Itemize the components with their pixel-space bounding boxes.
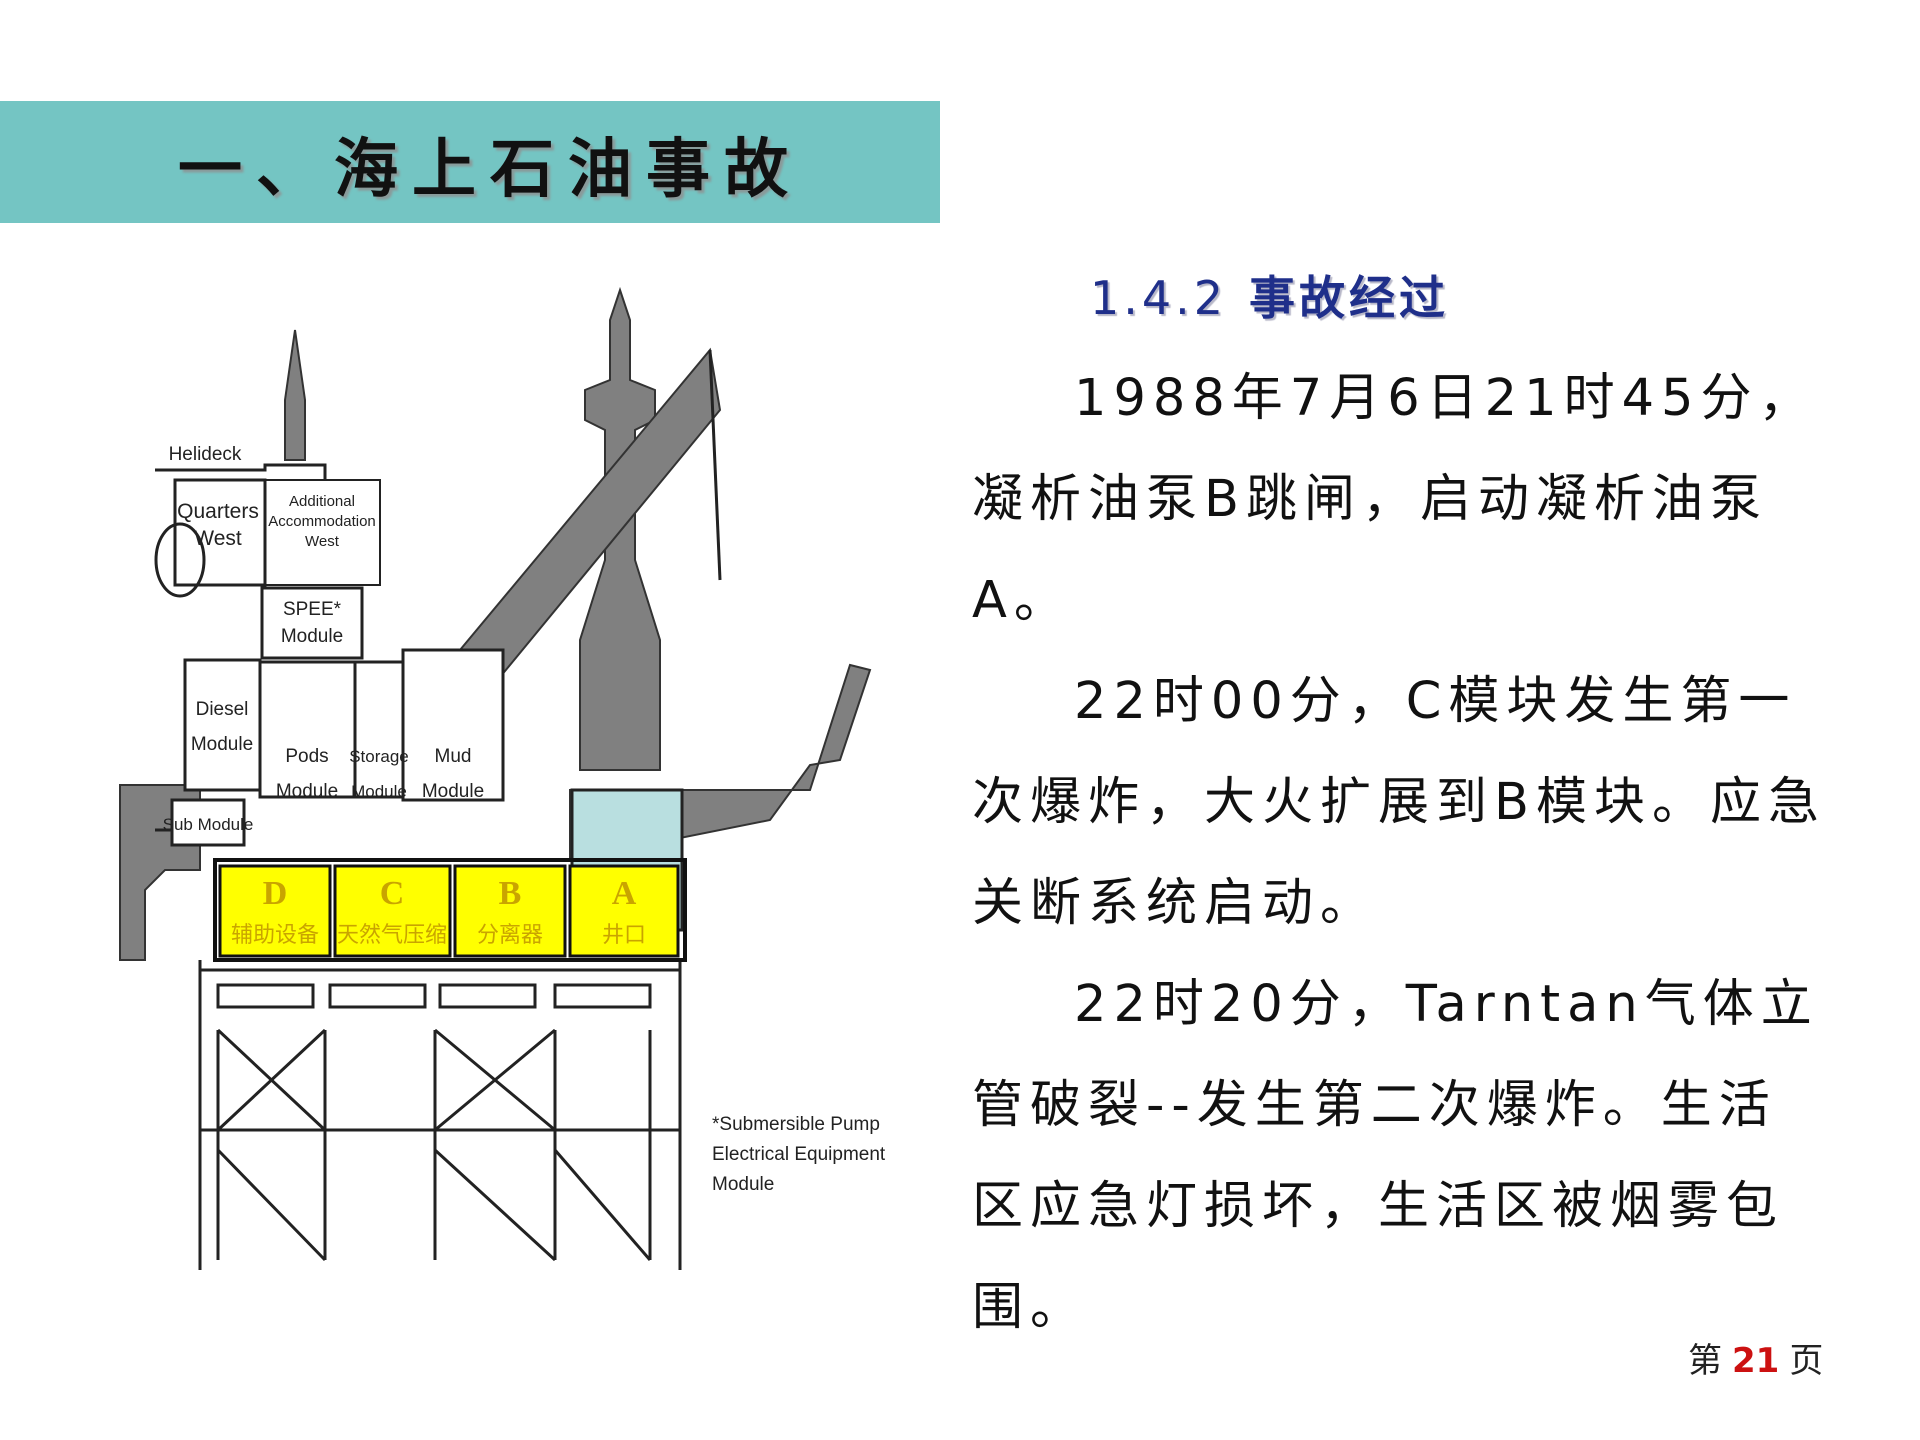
- page-title: 一、海上石油事故: [178, 132, 802, 207]
- module-name-A: 井口: [602, 922, 646, 947]
- module-letter-A: A: [612, 875, 637, 912]
- quarters-label-1: Quarters: [177, 500, 259, 523]
- spee-label-1: SPEE*: [283, 599, 342, 620]
- additional-label-3: West: [305, 533, 340, 550]
- section-title: 事故经过: [1249, 271, 1450, 325]
- spee-label-2: Module: [281, 626, 343, 647]
- section-number: 1.4.2: [1090, 271, 1228, 325]
- section-heading: 1.4.2 事故经过: [1090, 262, 1449, 328]
- quarters-label-2: West: [194, 527, 242, 550]
- pods-label-1: Pods: [285, 746, 328, 767]
- event-description: 1988年7月6日21时45分，凝析油泵B跳闸，启动凝析油泵A。 22时00分，…: [972, 348, 1832, 1358]
- helideck-label: Helideck: [169, 444, 242, 465]
- footnote-line-2: Electrical Equipment: [712, 1144, 886, 1165]
- paragraph-2145: 1988年7月6日21时45分，凝析油泵B跳闸，启动凝析油泵A。: [972, 369, 1817, 630]
- pods-label-2: Module: [276, 781, 338, 802]
- module-letter-B: B: [499, 875, 522, 912]
- diesel-label-2: Module: [191, 734, 253, 755]
- module-name-B: 分离器: [477, 922, 543, 947]
- platform-diagram: Helideck Quarters West Additional Accomm…: [110, 270, 950, 1290]
- additional-label-2: Accommodation: [268, 513, 376, 530]
- page-number-value: 21: [1732, 1341, 1780, 1381]
- footnote-line-3: Module: [712, 1174, 774, 1195]
- paragraph-2220: 22时20分，Tarntan气体立管破裂--发生第二次爆炸。生活区应急灯损坏，生…: [972, 975, 1819, 1337]
- jacket-structure: [198, 960, 682, 1270]
- page-suffix: 页: [1789, 1341, 1824, 1381]
- module-letter-C: C: [380, 875, 405, 912]
- storage-label-2: Module: [351, 782, 407, 801]
- upper-modules: [154, 463, 505, 847]
- module-A: A 井口: [568, 864, 680, 958]
- module-letter-D: D: [263, 875, 288, 912]
- footnote-line-1: *Submersible Pump: [712, 1114, 880, 1135]
- module-row-frame: [213, 858, 687, 962]
- page-prefix: 第: [1688, 1341, 1722, 1381]
- sub-module-label: Sub Module: [163, 815, 254, 834]
- additional-label-1: Additional: [289, 493, 355, 510]
- mud-label-1: Mud: [435, 746, 472, 767]
- module-name-C: 天然气压缩: [337, 922, 447, 947]
- paragraph-2200: 22时00分，C模块发生第一次爆炸，大火扩展到B模块。应急关断系统启动。: [972, 672, 1826, 933]
- module-D: D 辅助设备: [218, 864, 332, 958]
- title-band: [0, 101, 940, 223]
- mud-label-2: Module: [422, 781, 484, 802]
- module-name-D: 辅助设备: [231, 922, 319, 947]
- diesel-label-1: Diesel: [196, 699, 249, 720]
- module-C: C 天然气压缩: [333, 864, 452, 958]
- storage-label-1: Storage: [349, 747, 409, 766]
- module-B: B 分离器: [453, 864, 567, 958]
